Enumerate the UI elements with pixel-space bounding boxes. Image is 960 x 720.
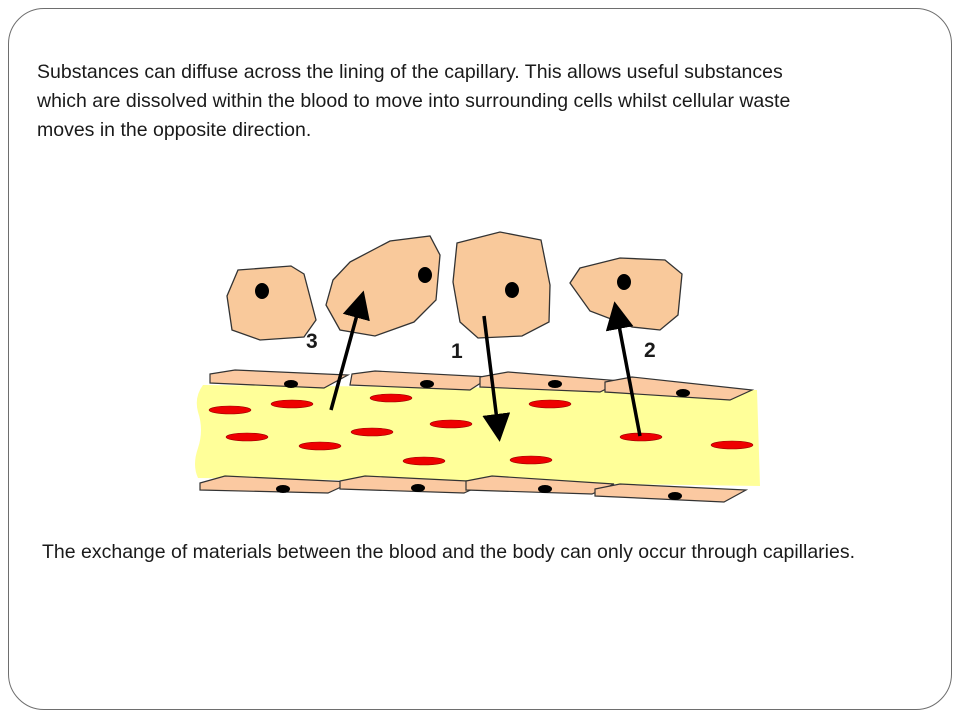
red-blood-cell (402, 456, 446, 466)
endothelial-wall-top (209, 369, 755, 401)
red-blood-cell (528, 399, 572, 409)
label-3: 3 (306, 330, 318, 353)
body-cell-2 (325, 235, 441, 337)
slide-frame (8, 8, 952, 710)
red-blood-cell (509, 455, 553, 465)
label-2: 2 (644, 339, 656, 362)
nucleus (617, 274, 631, 290)
red-blood-cell (298, 441, 342, 451)
red-blood-cells (208, 393, 754, 466)
arrow-2-into-cell (605, 301, 642, 437)
arrow-3-into-cell (329, 290, 370, 411)
red-blood-cell (208, 405, 252, 415)
red-blood-cell (350, 427, 394, 437)
red-blood-cell (270, 399, 314, 409)
intro-paragraph: Substances can diffuse across the lining… (37, 61, 791, 141)
nucleus (255, 283, 269, 299)
nucleus (505, 282, 519, 298)
arrow-1-into-blood (482, 315, 511, 442)
nucleus (418, 267, 432, 283)
endothelial-wall-bottom (199, 475, 749, 503)
capillary-lumen (195, 385, 760, 486)
body-cell-4 (569, 257, 683, 331)
conclusion-paragraph: The exchange of materials between the bl… (42, 541, 856, 563)
body-cell-1 (226, 265, 317, 341)
red-blood-cell (710, 440, 754, 450)
label-1: 1 (451, 340, 463, 363)
red-blood-cell (369, 393, 413, 403)
red-blood-cell (429, 419, 473, 429)
red-blood-cell (225, 432, 269, 442)
body-cell-3 (452, 231, 551, 339)
